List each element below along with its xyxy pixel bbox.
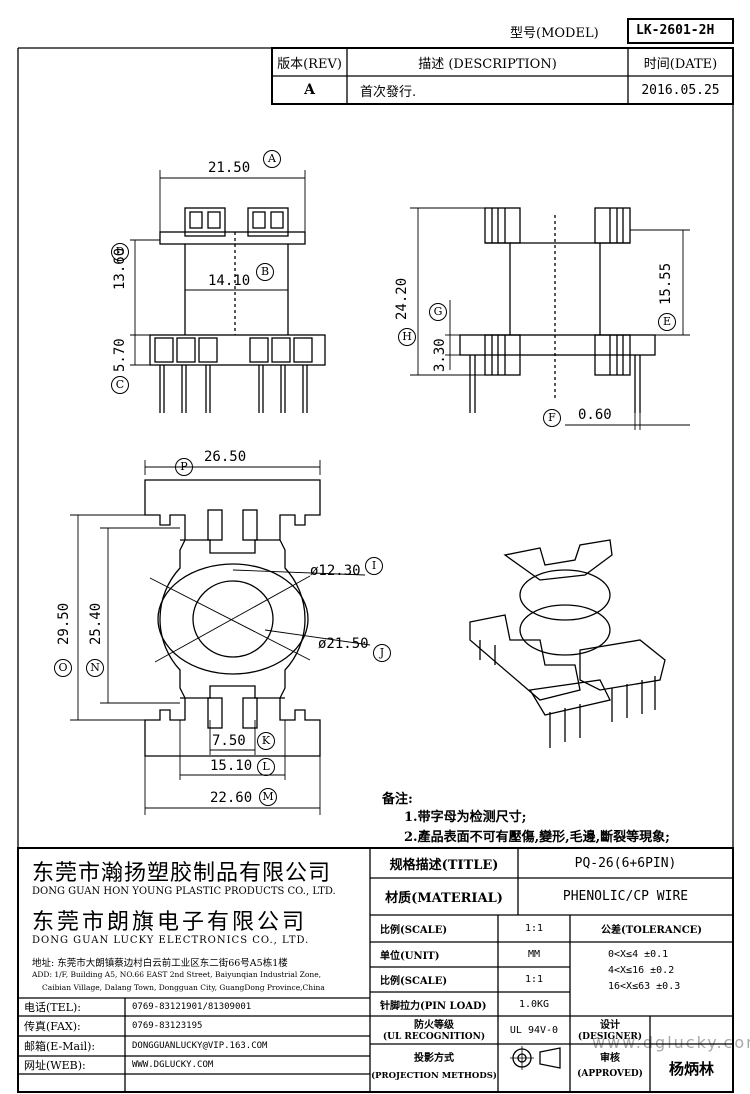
dim-m-value: 22.60 [210, 790, 253, 806]
company-addr-en1: ADD: 1/F, Building A5, NO.66 EAST 2nd St… [32, 970, 322, 979]
material-value: PHENOLIC/CP WIRE [562, 889, 689, 904]
company-en1: DONG GUAN HON YOUNG PLASTIC PRODUCTS CO.… [32, 886, 336, 897]
proj-label-en: (PROJECTION METHODS) [371, 1071, 497, 1081]
dim-letter-b: B [256, 263, 274, 281]
tolerance-1: 0<X≤4 ±0.1 [608, 949, 669, 960]
designer-label-en: (DESIGNER) [577, 1032, 643, 1042]
tel-label: 电话(TEL): [24, 1001, 81, 1014]
dim-a-value: 21.50 [208, 160, 251, 176]
ul-value: UL 94V-0 [509, 1024, 559, 1036]
dim-letter-l: L [257, 758, 275, 776]
dim-h-value: 24.20 [394, 277, 410, 320]
approved-value: 杨炳林 [668, 1059, 714, 1078]
dim-letter-d: D [111, 243, 129, 261]
company-cn1: 东莞市瀚扬塑胶制品有限公司 [32, 861, 332, 886]
tolerance-2: 4<X≤16 ±0.2 [608, 965, 675, 976]
top-view [144, 479, 371, 757]
dim-f-value: 0.60 [578, 407, 612, 423]
dim-l-value: 15.10 [210, 758, 253, 774]
tolerance-3: 16<X≤63 ±0.3 [608, 981, 681, 992]
title-value: PQ-26(6+6PIN) [574, 855, 677, 871]
company-addr-en2: Caibian Village, Dalang Town, Dongguan C… [42, 983, 325, 992]
dim-c-value: 5.70 [112, 338, 128, 372]
dim-letter-j: J [373, 644, 391, 662]
proj-label-cn: 投影方式 [414, 1052, 454, 1064]
company-addr-cn: 地址: 东莞市大朗镇蔡边村白云前工业区东二街66号A5栋1楼 [32, 958, 288, 969]
front-view [149, 207, 326, 413]
dim-letter-c: C [111, 376, 129, 394]
company-cn2: 东莞市朗旗电子有限公司 [32, 910, 308, 935]
dim-letter-a: A [263, 150, 281, 168]
rev-value: A [304, 82, 315, 98]
scale2-label: 比例(SCALE) [380, 976, 448, 987]
dim-letter-g: G [429, 303, 447, 321]
scale2-value: 1:1 [524, 974, 544, 985]
fax-label: 传真(FAX): [24, 1020, 81, 1033]
side-view-dims [410, 207, 690, 430]
dim-g-value: 3.30 [432, 338, 448, 372]
dim-e-value: 15.55 [658, 262, 674, 305]
rev-label: 版本(REV) [277, 56, 342, 72]
dim-n-value: 25.40 [88, 602, 104, 645]
dim-i-value: ø12.30 [310, 563, 361, 579]
notes-line2: 2.產品表面不可有壓傷,變形,毛邊,斷裂等現象; [404, 830, 670, 845]
front-view-dims [130, 170, 306, 366]
mail-value[interactable]: DONGGUANLUCKY@VIP.163.COM [132, 1041, 268, 1051]
dim-letter-k: K [257, 732, 275, 750]
company-en2: DONG GUAN LUCKY ELECTRONICS CO., LTD. [32, 935, 310, 946]
dim-letter-m: M [259, 788, 277, 806]
web-value[interactable]: WWW.DGLUCKY.COM [132, 1060, 214, 1070]
model-label: 型号(MODEL) [510, 26, 599, 41]
dim-letter-p: P [175, 458, 193, 476]
desc-label: 描述 (DESCRIPTION) [418, 56, 557, 72]
scale-value: 1:1 [524, 923, 544, 934]
dim-letter-h: H [398, 328, 416, 346]
dim-letter-i: I [365, 557, 383, 575]
fax-value: 0769-83123195 [132, 1021, 203, 1031]
iso-view [469, 539, 666, 748]
web-label: 网址(WEB): [24, 1059, 86, 1072]
dim-letter-e: E [658, 313, 676, 331]
ul-label-en: (UL RECOGNITION) [382, 1032, 486, 1042]
dim-letter-f: F [543, 409, 561, 427]
top-view-dims [70, 460, 321, 815]
dim-j-value: ø21.50 [318, 636, 369, 652]
pin-load-label: 针脚拉力(PIN LOAD) [380, 1000, 487, 1012]
dim-b-value: 14.10 [208, 273, 251, 289]
title-block [17, 847, 734, 1093]
desc-value: 首次發行. [360, 84, 417, 100]
title-label: 规格描述(TITLE) [389, 857, 499, 873]
dim-letter-n: N [86, 659, 104, 677]
dim-p-value: 26.50 [204, 449, 247, 465]
dim-k-value: 7.50 [212, 733, 246, 749]
designer-label-cn: 设计 [600, 1019, 620, 1031]
watermark: www.dglucky.com [592, 1033, 750, 1052]
unit-value: MM [527, 949, 541, 960]
tel-value: 0769-83121901/81309001 [132, 1002, 252, 1012]
dim-letter-o: O [54, 659, 72, 677]
approved-label-cn: 审核 [600, 1052, 620, 1064]
material-label: 材质(MATERIAL) [385, 891, 503, 906]
side-view [459, 207, 656, 413]
tolerance-title: 公差(TOLERANCE) [600, 925, 703, 936]
scale-label: 比例(SCALE) [380, 925, 448, 936]
mail-label: 邮箱(E-Mail): [24, 1040, 96, 1053]
unit-label: 单位(UNIT) [380, 951, 440, 962]
dim-o-value: 29.50 [56, 602, 72, 645]
notes-title: 备注: [382, 792, 413, 807]
date-label: 时间(DATE) [643, 56, 718, 72]
date-value: 2016.05.25 [641, 82, 720, 98]
ul-label-cn: 防火等级 [414, 1019, 454, 1031]
notes-line1: 1.带字母为检测尺寸; [404, 810, 527, 825]
approved-label-en: (APPROVED) [577, 1069, 643, 1079]
model-value: LK-2601-2H [636, 23, 715, 38]
pin-load-value: 1.0KG [518, 998, 550, 1010]
